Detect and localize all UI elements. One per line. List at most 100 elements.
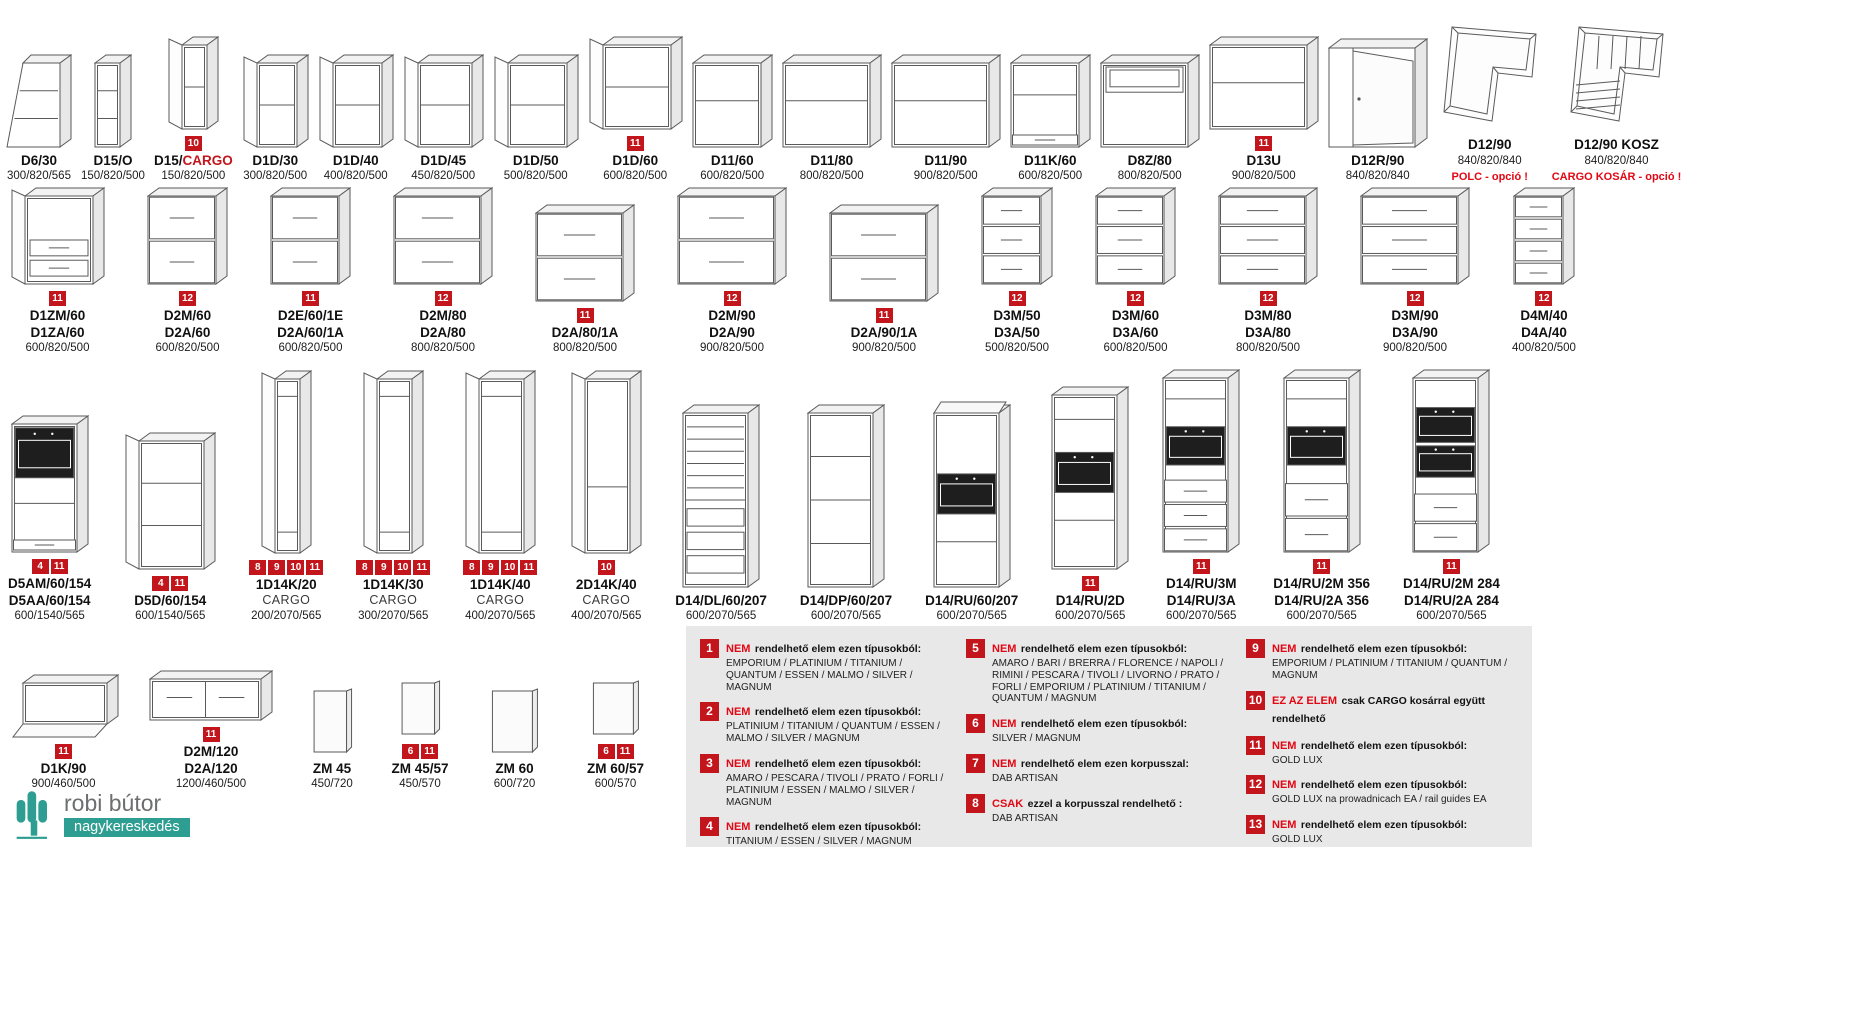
product-code-line: D3A/50 (994, 324, 1040, 340)
product-code: 1D14K/30 (363, 577, 424, 593)
product-code-line: D14/RU/60/207 (925, 592, 1019, 608)
drawers-2-icon (392, 187, 494, 287)
legend-badge-10: 10 (1246, 690, 1265, 710)
legend-rule: rendelhető elem ezen típusokból: (1300, 739, 1468, 752)
product-dimensions: 300/2070/565 (358, 610, 429, 623)
product-dimensions: 600/1540/565 (14, 610, 85, 623)
product-code-line: D3A/60 (1112, 324, 1159, 340)
legend-rule: rendelhető elem ezen típusokból: (754, 757, 922, 770)
end-panel-icon (580, 679, 651, 740)
badge-row: 11 (1192, 559, 1210, 575)
product-code-line: D2A/80 (420, 324, 466, 340)
note-badge-11: 11 (302, 291, 319, 307)
product-code-line: D2A/90/1A (850, 324, 918, 340)
product-dimensions: 600/720 (493, 778, 536, 791)
fridge-housing-icon (681, 403, 761, 590)
door-cabinet-icon (403, 53, 485, 150)
door-cabinet-icon (242, 53, 310, 150)
product-code-line: D5D/60/154 (134, 592, 207, 608)
product-dimensions: 500/820/500 (985, 342, 1049, 355)
legend-rule: rendelhető elem ezen típusokból: (1020, 643, 1188, 655)
note-badge-11: 11 (520, 559, 538, 575)
tall-plain-icon (806, 403, 886, 590)
legend-rule: rendelhető elem ezen típusokból: (754, 643, 922, 655)
legend-text: NEM rendelhető elem ezen típusokból:EMPO… (726, 639, 952, 693)
product-code-line: D5AA/60/154 (8, 592, 91, 608)
product-code-line: D3A/80 (1245, 324, 1291, 340)
badge-row: 10 (184, 135, 202, 151)
product-dimensions: 600/820/500 (603, 170, 668, 183)
brand-name: robi bútor (64, 790, 162, 817)
product-code-line: D12R/90 (1351, 152, 1405, 168)
product-note: POLC - opció ! (1451, 170, 1528, 183)
product-code-line: ZM 60/57 (586, 760, 645, 776)
product-code-line: D4A/40 (1521, 324, 1567, 340)
note-badge-12: 12 (434, 291, 452, 307)
legend-text: NEM rendelhető elem ezen korpusszal:DAB … (992, 754, 1189, 785)
legend-rule: ezzel a korpusszal rendelhető : (1027, 797, 1183, 810)
product-dimensions: 840/820/840 (1345, 170, 1410, 183)
product-code: 1D14K/40 (470, 577, 531, 593)
badge-row: 12 (1008, 291, 1026, 307)
drawers-2-icon (146, 187, 229, 287)
legend-badge-8: 8 (966, 793, 985, 813)
legend-rule: rendelhető elem ezen típusokból: (1300, 819, 1468, 832)
product-code-line: D14/RU/2M 284 (1403, 576, 1500, 592)
door-cabinet-icon (318, 53, 395, 150)
legend-detail: EMPORIUM / PLATINIUM / TITANIUM / QUANTU… (726, 658, 913, 693)
product-dimensions: 900/820/500 (852, 342, 916, 355)
note-badge-11: 11 (50, 559, 68, 575)
product-code: D15/CARGO (154, 153, 233, 169)
product-code-line: D5AM/60/154 (8, 576, 92, 592)
product-code-line: D2M/80 (419, 308, 467, 324)
product-code-line: D15/O (93, 152, 133, 168)
product-code-line: D3M/90 (1391, 308, 1439, 324)
product-code: D6/30 (21, 153, 57, 169)
sink-base-icon (1099, 53, 1201, 150)
product-code-line: 1D14K/40 (469, 576, 531, 592)
product-code: D12/90 KOSZ (1574, 137, 1659, 153)
note-badge-12: 12 (1008, 291, 1026, 307)
product-dimensions: 600/820/500 (155, 342, 220, 355)
product-code-line: D8Z/80 (1127, 152, 1172, 168)
product-code: D11/60 (711, 153, 754, 169)
corner-open-shelf-icon (6, 53, 73, 150)
oven-3drawer-icon (1161, 369, 1241, 555)
note-badge-11: 11 (616, 743, 634, 759)
product-code-line: D2E/60/1E (277, 308, 344, 324)
product-dimensions: 600/570 (594, 778, 637, 791)
product-code-line: D6/30 (20, 152, 58, 168)
legend-detail: SILVER / MAGNUM (992, 733, 1081, 745)
product-code-line: D11K/60 (1023, 152, 1077, 168)
product-code-line: D3A/90 (1392, 324, 1438, 340)
legend-text: NEM rendelhető elem ezen típusokból:PLAT… (726, 702, 952, 745)
product-code-line: D2A/60 (164, 324, 211, 340)
product-variant-label: CARGO (262, 593, 311, 608)
product-code: D14/RU/2D (1056, 593, 1125, 609)
legend-detail: GOLD LUX (1272, 834, 1323, 846)
note-badge-9: 9 (375, 559, 393, 575)
product-code: D11/90 (924, 153, 967, 169)
product-variant-label: CARGO (369, 593, 418, 608)
legend-text: NEM rendelhető elem ezen típusokból:AMAR… (726, 754, 952, 808)
